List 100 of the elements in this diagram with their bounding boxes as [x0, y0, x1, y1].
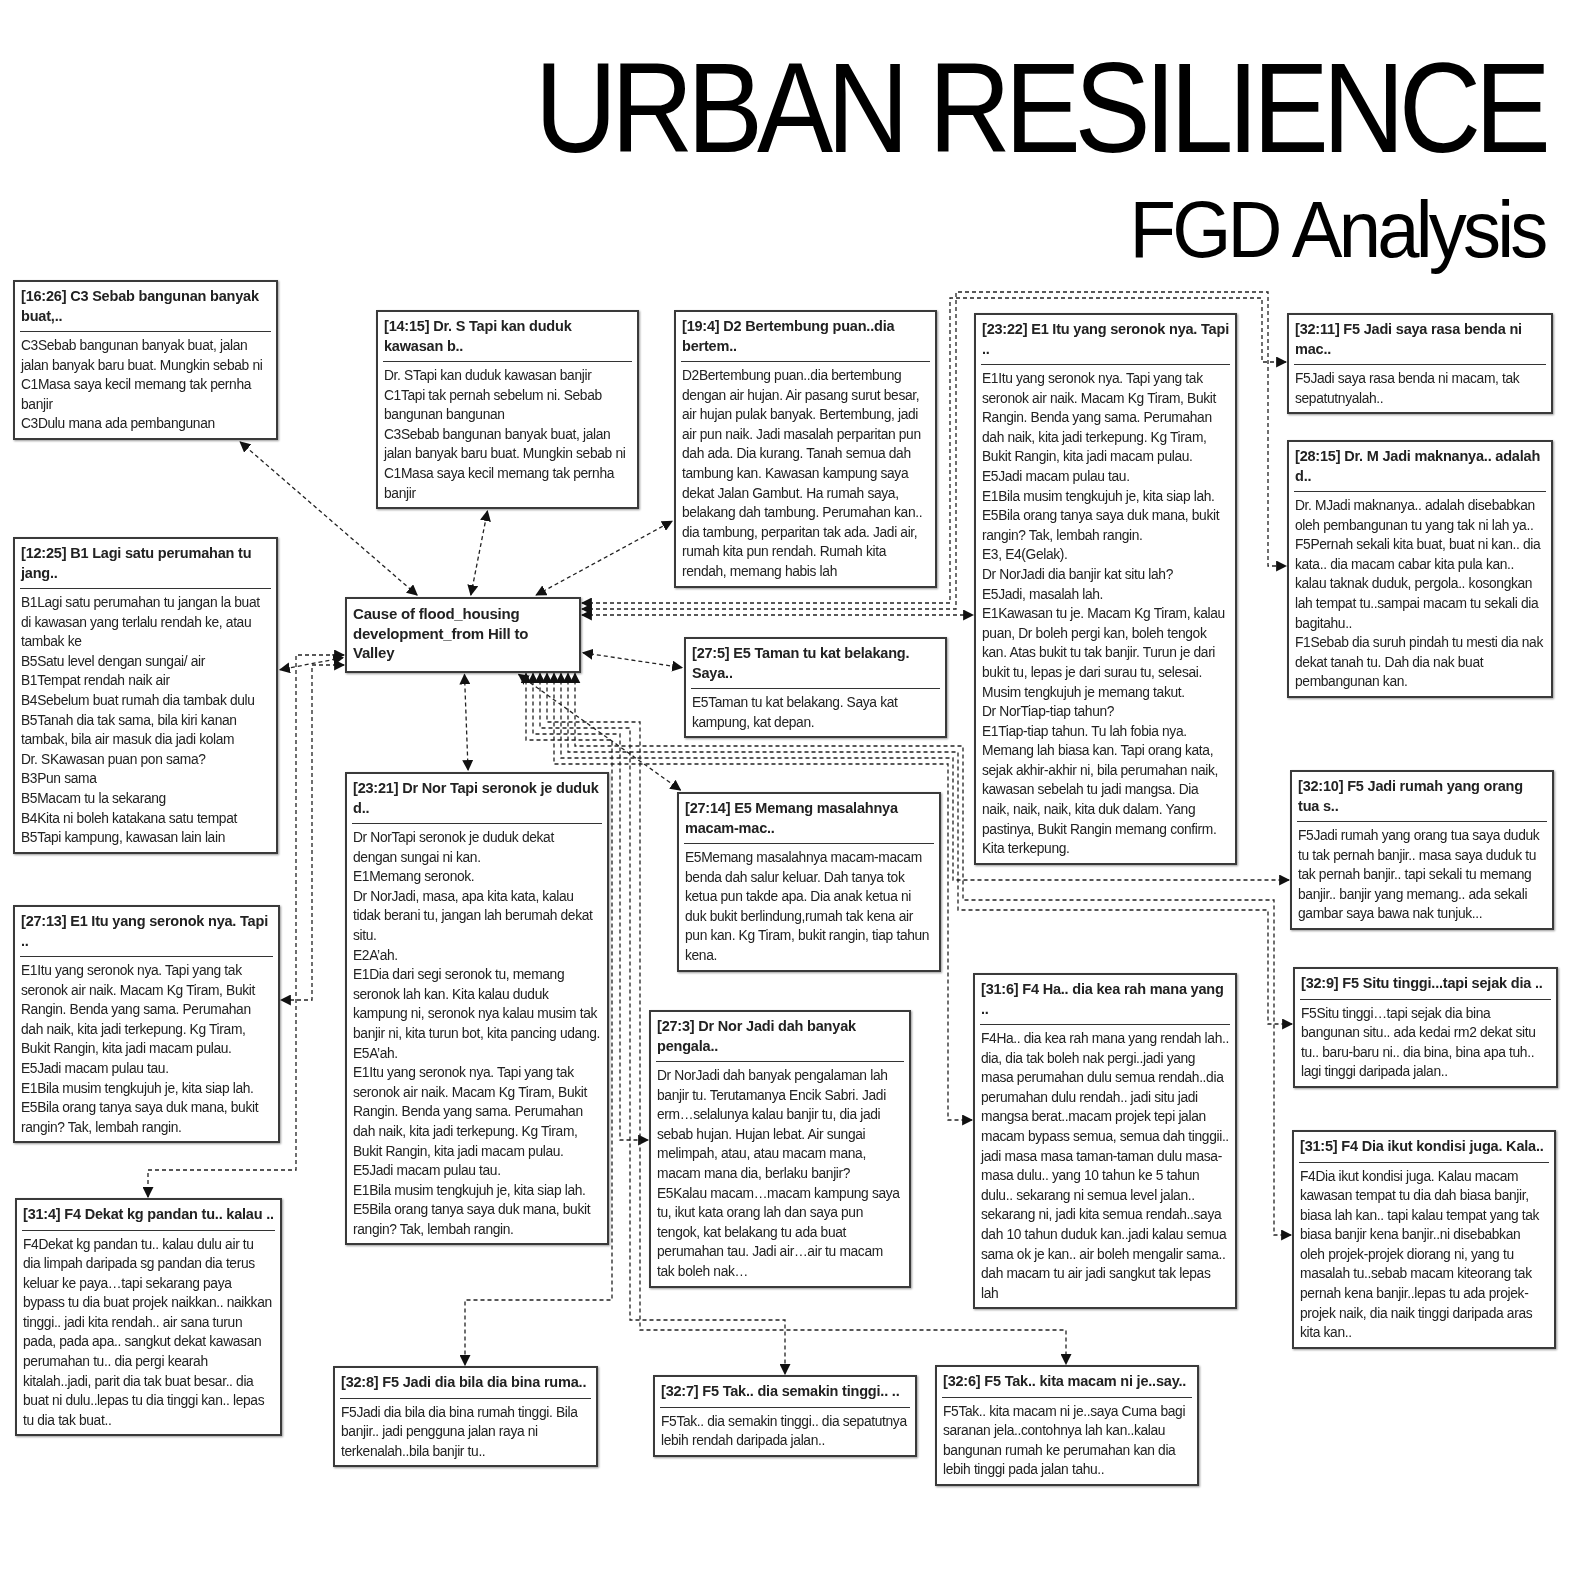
quotation-box	[1290, 770, 1554, 930]
quotation-box	[973, 973, 1237, 1310]
quotation-box	[684, 637, 947, 739]
quotation-text: E5Jadi macam pulau tau.	[20, 1059, 170, 1078]
quotation-box	[649, 1010, 911, 1288]
quotation-box	[974, 313, 1237, 865]
quotation-text: E5Bila orang tanya saya duk mana, bukit rangin? Tak, lembah rangin.	[981, 507, 1221, 545]
quotation-box	[345, 772, 609, 1246]
quotation-text: F4Ha.. dia kea rah mana yang rendah lah.. dia, dia tak boleh nak pergi..jadi yang masa perumahan dulu semua rendah..dia perumahan dulu rendah.. jadi situ jadi mangsa berat..macam projek tepi jalan macam bypass semua, semua dah tinggii.. jadi masa masa taman-taman dulu masa-masa dulu.. yang 10 tahun ke 5 tahun dulu.. sekarang ni semua level jalan.. sekarang ni, jadi kita semua rendah..saya dah 10 tahun duduk kan..jadi kalau semua sama ok je kan.. air boleh mengalir sama.. dah macam tu air jadi sangkut tak lepas lah	[980, 1030, 1230, 1303]
quotation-box	[1292, 1130, 1556, 1349]
quotation-text: B5Tanah dia tak sama, bila kiri kanan tambak, bila air masuk dia jadi kolam	[20, 711, 238, 750]
connector-arrow	[562, 672, 1294, 1030]
quotation-heading: [32:10] F5 Jadi rumah yang orang tua s..	[1297, 772, 1547, 822]
quotation-text: C1Tapi tak pernah sebelum ni. Sebab bangunan bangunan	[383, 386, 603, 425]
quotation-text: C1Masa saya kecil memang tak pernha banjir	[383, 464, 616, 503]
connector-arrow	[580, 609, 975, 621]
connector-arrow	[548, 672, 974, 1126]
quotation-text: Dr. SKawasan puan pon sama?	[20, 750, 207, 769]
connector-arrow	[555, 672, 1291, 886]
quotation-heading: [32:7] F5 Tak.. dia semakin tinggi.. ..	[660, 1377, 910, 1408]
connector-arrow	[569, 672, 1293, 1241]
quotation-text: F5Tak.. kita macam ni je..saya Cuma bagi saranan jela..contohnya lah kan..kalau bangunan rumah ke perumahan kan dia lebih tinggi pada jalan tahu..	[942, 1402, 1187, 1480]
quotation-text: F5Jadi saya rasa benda ni macam, tak sepatutnyalah..	[1294, 370, 1521, 408]
quotation-heading: [31:5] F4 Dia ikut kondisi juga. Kala..	[1299, 1132, 1549, 1163]
quotation-heading: [32:6] F5 Tak.. kita macam ni je..say..	[942, 1367, 1192, 1398]
quotation-box	[345, 597, 581, 673]
quotation-box	[13, 905, 280, 1144]
quotation-text: Dr NorTiap-tiap tahun?	[981, 703, 1116, 722]
quotation-text: B5Macam tu la sekarang	[20, 789, 167, 808]
quotation-box	[1287, 440, 1553, 698]
quotation-text: B5Satu level dengan sungai/ air	[20, 652, 206, 671]
connector-arrow	[459, 673, 474, 772]
quotation-text: E2A’ah.	[352, 946, 399, 965]
quotation-text: E1Itu yang seronok nya. Tapi yang tak seronok air naik. Macam Kg Tiram, Bukit Rangin. Benda yang sama. Perumahan dah naik, kita jadi terkepung. Kg Tiram, Bukit Rangin, kita jadi macam pulau.	[981, 370, 1218, 467]
quotation-text: F5Situ tinggi…tapi sejak dia bina bangunan situ.. ada kedai rm2 dekat situ tu.. baru-baru ni.. dia bina, bina apa tuh.. lagi tinggi daripada jalan..	[1300, 1004, 1537, 1082]
quotation-text: C3Dulu mana ada pembangunan	[20, 415, 216, 434]
quotation-text: C1Masa saya kecil memang tak pernha banjir	[20, 376, 253, 414]
quotation-text: E5Bila orang tanya saya duk mana, bukit rangin? Tak, lembah rangin.	[352, 1201, 592, 1239]
quotation-text: Dr NorJadi dah banyak pengalaman lah banjir tu. Terutamanya Encik Sabri. Jadi erm…selalunya kalau banjir tu, dia jadi sebab hujan. Hujan lebat. Air sungai melimpah, atau, atau macam mana, macam mana dia, berlaku banjir?	[656, 1067, 889, 1183]
quotation-text: E1Tiap-tiap tahun. Tu lah fobia nya. Memang lah biasa kan. Tapi orang kata, sejak akhir-akhir ni, bila perumahan naik, kawasan sebelah tu jadi mangsa. Dia naik, naik, naik, kita duk dalam. Yang pastinya, Bukit Rangin memang confirm. Kita terkepung.	[981, 722, 1220, 859]
quotation-text: E1Kawasan tu je. Macam Kg Tiram, kalau puan, Dr boleh pergi kan, boleh tengok kan. Atas bukit tu tak banjir. Turun je dari bukit tu, lepas je dari surau tu, selesai. Musim tengkujuh je memang takut.	[981, 605, 1226, 702]
quotation-box	[1287, 313, 1553, 415]
quotation-heading: [31:4] F4 Dekat kg pandan tu.. kalau ..	[22, 1200, 275, 1231]
quotation-text: Dr NorJadi, masa, apa kita kata, kalau tidak berani tu, jangan lah berumah dekat situ.	[352, 887, 594, 945]
quotation-text: E5Jadi macam pulau tau.	[352, 1162, 502, 1181]
quotation-heading: [32:11] F5 Jadi saya rasa benda ni mac..	[1294, 315, 1546, 365]
quotation-text: F5Jadi rumah yang orang tua saya duduk tu tak pernah banjir.. masa saya duduk tu tak pernah banjir.. tapi sekali tu memang banjir.. banjir yang memang.. ada sekali gambar saya bawa nak tunjuk...	[1297, 827, 1541, 924]
connector-arrow	[541, 672, 1072, 1366]
quotation-text: B3Pun sama	[20, 770, 98, 789]
quotation-text: E5Jadi, masalah lah.	[981, 585, 1105, 604]
quotation-heading: [28:15] Dr. M Jadi maknanya.. adalah d..	[1294, 442, 1546, 492]
quotation-heading: Cause of flood_housing development_from Hill to Valley	[352, 604, 530, 663]
quotation-box	[376, 310, 639, 510]
connector-arrow	[535, 520, 673, 596]
quotation-box	[1293, 967, 1558, 1088]
quotation-text: E1Bila musim tengkujuh je, kita siap lah.	[20, 1079, 255, 1098]
quotation-box	[677, 792, 941, 972]
quotation-text: E5Jadi macam pulau tau.	[981, 467, 1131, 486]
connector-arrow	[517, 673, 682, 791]
connector-arrow	[142, 649, 346, 1199]
quotation-heading: [27:14] E5 Memang masalahnya macam-mac..	[684, 794, 934, 844]
quotation-heading: [27:13] E1 Itu yang seronok nya. Tapi ..	[20, 907, 273, 957]
quotation-heading: [12:25] B1 Lagi satu perumahan tu jang..	[20, 539, 271, 589]
quotation-heading: [27:3] Dr Nor Jadi dah banyak pengala..	[656, 1012, 904, 1062]
quotation-text: E1Dia dari segi seronok tu, memang seronok lah kan. Kita kalau duduk kampung ni, seronok nya kalau musim tak banjir ni, kita turun bot, kita pancing udang.	[352, 966, 601, 1043]
quotation-heading: [27:5] E5 Taman tu kat belakang. Saya..	[691, 639, 940, 689]
quotation-text: D2Bertembung puan..dia bertembung dengan air hujan. Air pasang surut besar, air hujan pulak banyak. Bertembung, jadi air pun naik. Jadi masalah perparitan pun dah ada. Dia kurang. Tanah semua dah tambung kan. Kawasan kampung saya dekat Jalan Gambut. Ha rumah saya, belakang dah tambung. Perumahan kan.. dia tambung, perparitan tak ada. Jadi air, rumah kita pun rendah. Rumah kita rendah, memang habis lah	[681, 367, 924, 581]
quotation-text: E5Bila orang tanya saya duk mana, bukit rangin? Tak, lembah rangin.	[20, 1099, 260, 1137]
quotation-text: E1Itu yang seronok nya. Tapi yang tak seronok air naik. Macam Kg Tiram, Bukit Rangin. Benda yang sama. Perumahan dah naik, kita jadi terkepung. Kg Tiram, Bukit Rangin, kita jadi macam pulau.	[20, 962, 257, 1059]
connector-arrow	[279, 659, 346, 1006]
title: URBAN RESILIENCE	[535, 38, 1545, 178]
quotation-box	[15, 1198, 282, 1437]
quotation-text: E5Kalau macam…macam kampung saya tu, ikut kata orang lah dan saya pun tengok, kat belakang tu ada buat perumahan tau. Jadi air…air tu macam tak boleh nak…	[656, 1184, 901, 1281]
quotation-text: B4Sebelum buat rumah dia tambak dulu	[20, 691, 256, 710]
quotation-text: B1Lagi satu perumahan tu jangan la buat di kawasan yang terlalu rendah ke, atau tambak ke	[20, 594, 261, 652]
quotation-box	[13, 280, 278, 440]
quotation-text: E1Bila musim tengkujuh je, kita siap lah.	[352, 1181, 587, 1200]
quotation-heading: [14:15] Dr. S Tapi kan duduk kawasan b..	[383, 312, 632, 362]
connector-arrow	[467, 510, 491, 597]
quotation-text: F5Tak.. dia semakin tinggi.. dia sepatutnya lebih rendah daripada jalan..	[660, 1412, 908, 1451]
quotation-box	[13, 537, 278, 854]
quotation-text: B5Tapi kampung, kawasan lain lain	[20, 829, 226, 848]
quotation-box	[333, 1366, 598, 1468]
quotation-heading: [23:22] E1 Itu yang seronok nya. Tapi ..	[981, 315, 1230, 365]
connector-arrow	[527, 672, 650, 1146]
quotation-text: E3, E4(Gelak).	[981, 546, 1069, 565]
quotation-text: C3Sebab bangunan banyak buat, jalan jalan banyak baru buat. Mungkin sebab ni	[20, 337, 264, 375]
quotation-text: E1Memang seronok.	[352, 868, 476, 887]
quotation-text: E5Taman tu kat belakang. Saya kat kampung, kat depan.	[691, 694, 899, 732]
quotation-text: Dr NorJadi dia banjir kat situ lah?	[981, 565, 1174, 584]
connector-arrow	[239, 441, 418, 596]
quotation-box	[674, 310, 937, 588]
quotation-heading: [31:6] F4 Ha.. dia kea rah mana yang ..	[980, 975, 1230, 1025]
quotation-text: B4Kita ni boleh katakana satu tempat	[20, 809, 239, 828]
quotation-text: B1Tempat rendah naik air	[20, 672, 171, 691]
connector-arrow	[278, 654, 345, 674]
connector-arrow	[459, 672, 613, 1367]
quotation-text: E1Itu yang seronok nya. Tapi yang tak seronok air naik. Macam Kg Tiram, Bukit Rangin. Benda yang sama. Perumahan dah naik, kita jadi terkepung. Kg Tiram, Bukit Rangin, kita jadi macam pulau.	[352, 1064, 589, 1161]
quotation-text: E1Bila musim tengkujuh je, kita siap lah.	[981, 487, 1216, 506]
quotation-text: E5A’ah.	[352, 1044, 399, 1063]
